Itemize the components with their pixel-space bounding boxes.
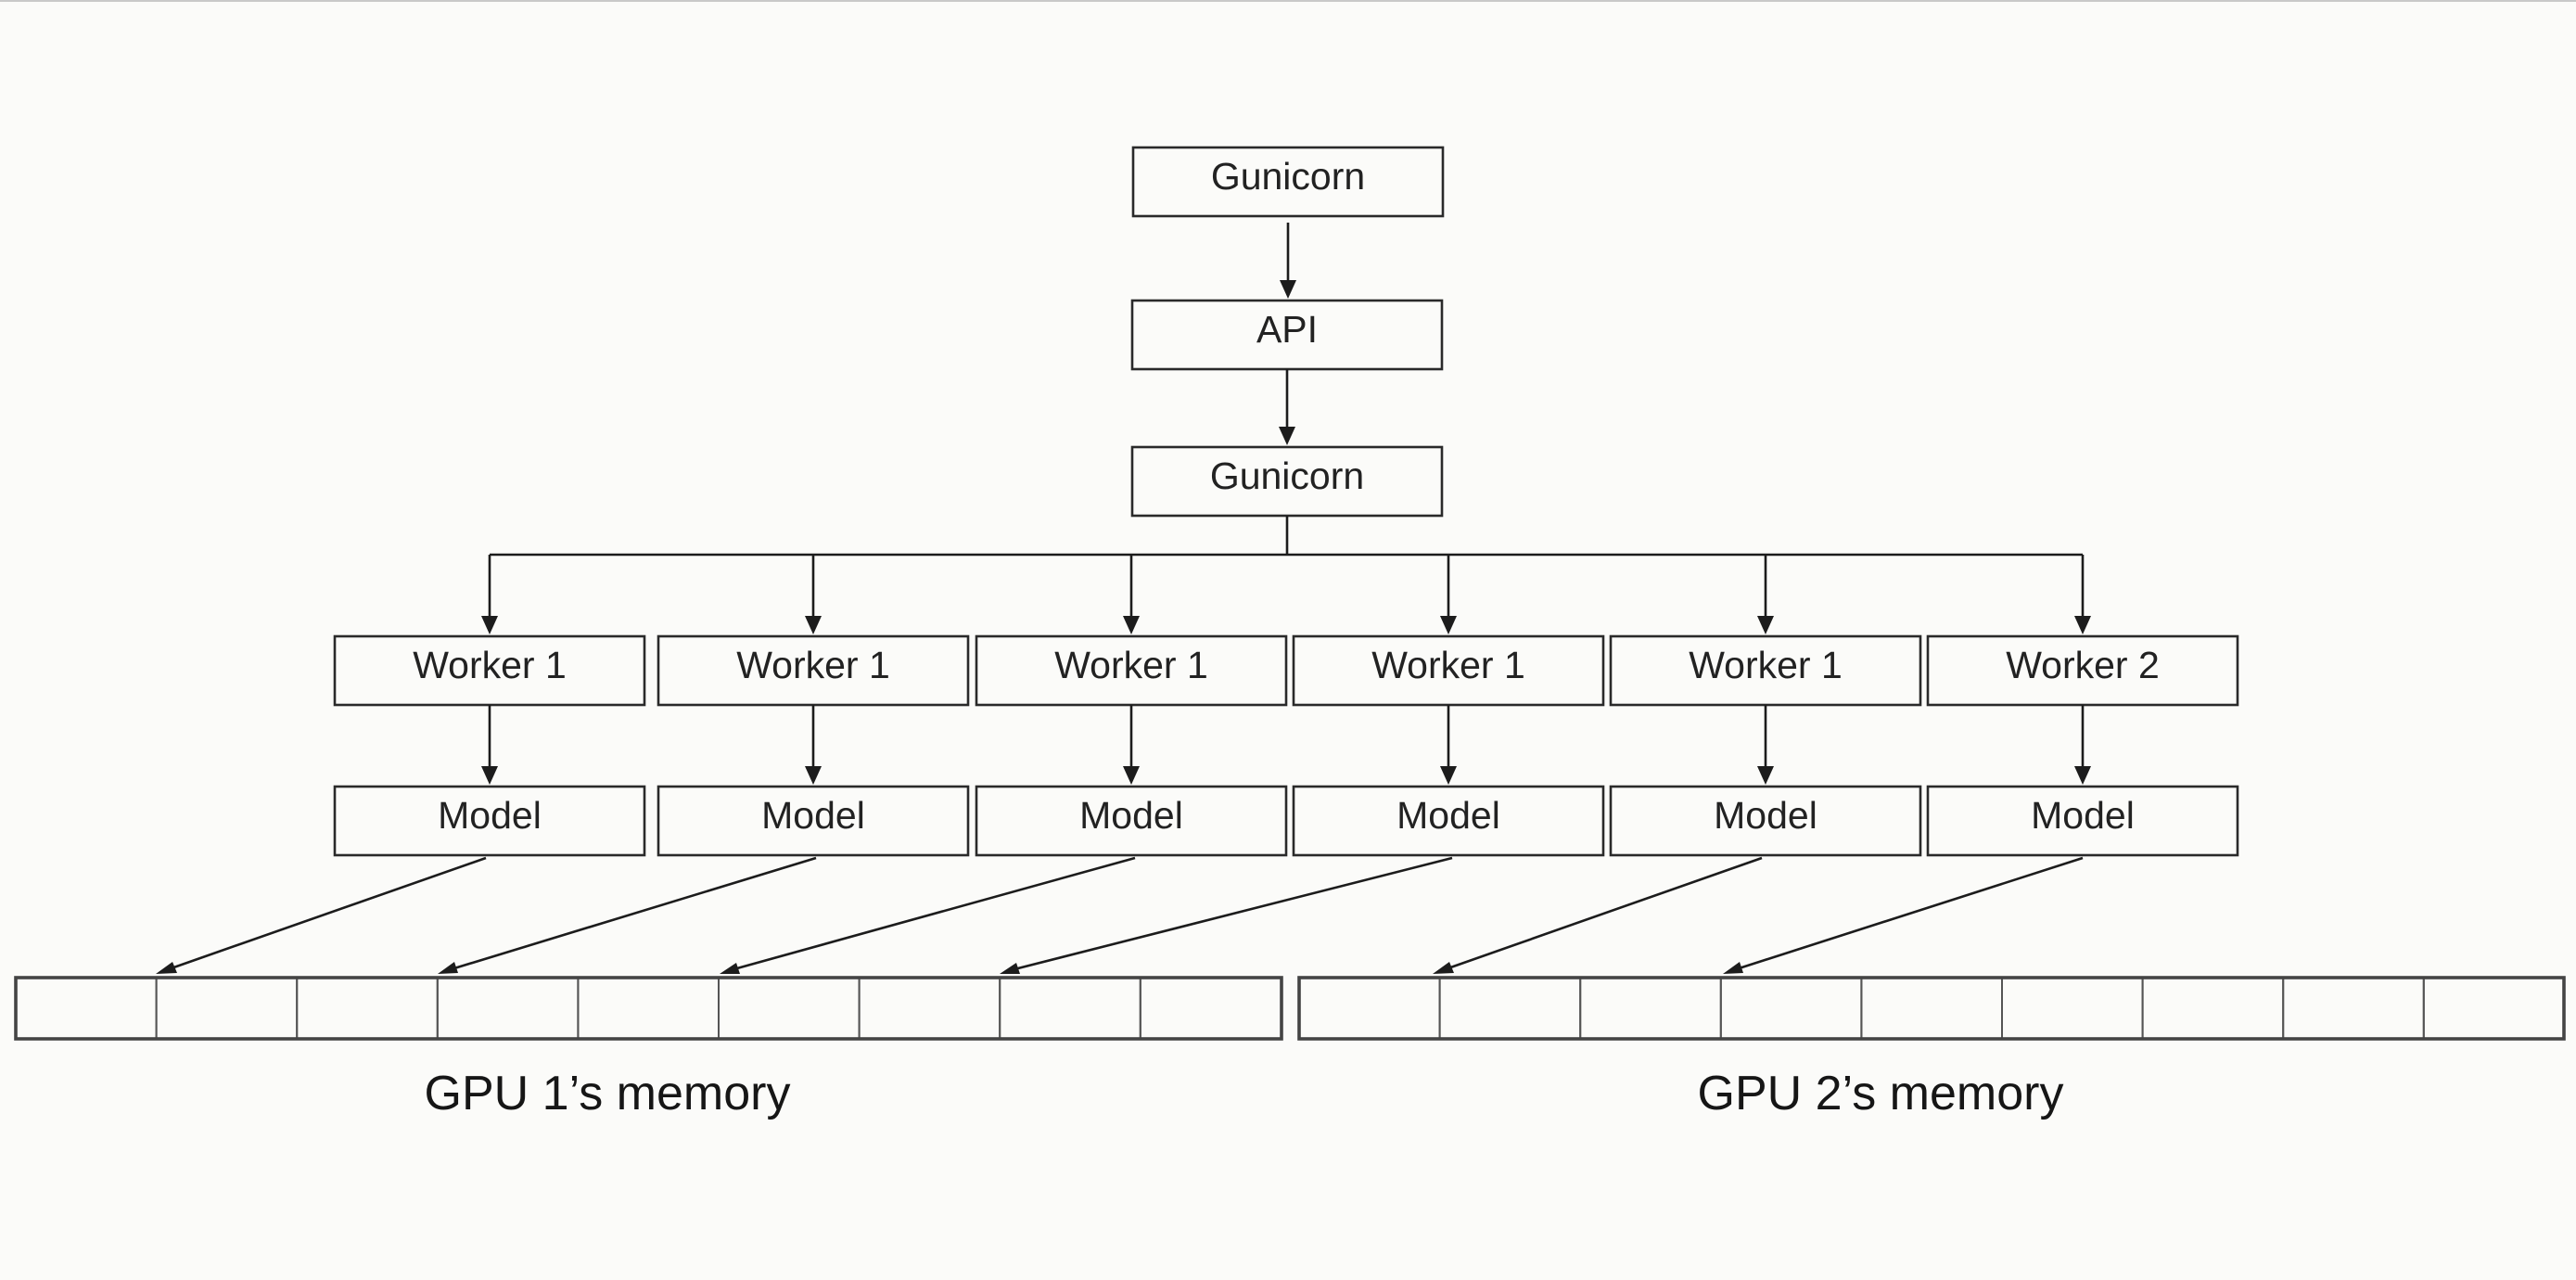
arrow-model-to-gpu1 (1006, 856, 1453, 973)
memory-slot (296, 977, 439, 1040)
top-gunicorn-node: Gunicorn (1131, 146, 1445, 218)
arrowhead-icon (1123, 766, 1140, 785)
arrowhead-icon (481, 766, 498, 785)
arrowhead-icon (805, 766, 822, 785)
top-rule (0, 0, 2576, 2)
worker-node: Worker 1 (975, 634, 1288, 707)
memory-slot (2141, 977, 2285, 1040)
arrow-model-to-gpu1 (444, 856, 817, 973)
api-label: API (1256, 308, 1318, 351)
arrowhead-icon (156, 962, 177, 974)
connectors (156, 223, 2091, 974)
worker-node: Worker 1 (333, 634, 646, 707)
memory-slot (1139, 977, 1283, 1040)
arrowhead-icon (1280, 280, 1296, 299)
worker-label: Worker 1 (1689, 644, 1843, 686)
memory-slot (1719, 977, 1863, 1040)
model-label: Model (2031, 794, 2135, 837)
workers-row: Worker 1 Worker 1 Worker 1 Worker 1 Work… (333, 634, 2239, 707)
arrowhead-icon (1757, 766, 1774, 785)
model-label: Model (1714, 794, 1817, 837)
model-label: Model (761, 794, 865, 837)
arrow-model-to-gpu2 (1729, 856, 2084, 973)
model-node: Model (1926, 785, 2239, 857)
memory-slot (1860, 977, 2004, 1040)
gunicorn-label: Gunicorn (1210, 454, 1364, 497)
worker-node: Worker 2 (1926, 634, 2239, 707)
arrowhead-icon (720, 963, 740, 974)
memory-slot (858, 977, 1001, 1040)
gpu2-memory-bar (1297, 976, 2566, 1041)
arrow-model-to-gpu2 (1439, 856, 1763, 973)
worker-label: Worker 2 (2006, 644, 2160, 686)
memory-slot (1579, 977, 1722, 1040)
model-node: Model (333, 785, 646, 857)
model-node: Model (975, 785, 1288, 857)
arrowhead-icon (805, 616, 822, 634)
gpu1-memory-outline (14, 976, 1283, 1041)
memory-slot (15, 977, 158, 1040)
arrow-model-to-gpu1 (726, 856, 1136, 973)
model-node: Model (1292, 785, 1605, 857)
worker-node: Worker 1 (1609, 634, 1922, 707)
memory-slot (155, 977, 299, 1040)
model-label: Model (1079, 794, 1183, 837)
arrowhead-icon (2074, 616, 2091, 634)
model-label: Model (1396, 794, 1500, 837)
memory-slot (999, 977, 1141, 1040)
memory-slot (718, 977, 861, 1040)
arrowhead-icon (481, 616, 498, 634)
arrowhead-icon (1279, 427, 1295, 445)
arrowhead-icon (1723, 962, 1743, 974)
arrowhead-icon (438, 962, 458, 974)
worker-label: Worker 1 (413, 644, 567, 686)
worker-node: Worker 1 (657, 634, 970, 707)
memory-slot (577, 977, 721, 1040)
arrowhead-icon (1440, 766, 1457, 785)
memory-slot (2001, 977, 2144, 1040)
gpu1-memory-bar (14, 976, 1283, 1041)
top-gunicorn-label: Gunicorn (1211, 155, 1365, 198)
model-node: Model (657, 785, 970, 857)
arrowhead-icon (1000, 963, 1020, 974)
arrowhead-icon (1440, 616, 1457, 634)
arrowhead-icon (1433, 962, 1454, 974)
memory-slot (1438, 977, 1582, 1040)
worker-label: Worker 1 (1054, 644, 1208, 686)
gpu1-memory-label: GPU 1’s memory (425, 1067, 791, 1120)
memory-slot (1298, 977, 1441, 1040)
gpu2-memory-label: GPU 2’s memory (1698, 1067, 2064, 1120)
arrowhead-icon (1123, 616, 1140, 634)
models-row: Model Model Model Model Model Model (333, 785, 2239, 857)
memory-slot (436, 977, 580, 1040)
model-label: Model (438, 794, 542, 837)
worker-label: Worker 1 (736, 644, 890, 686)
gpu2-memory-outline (1297, 976, 2566, 1041)
model-node: Model (1609, 785, 1922, 857)
memory-slot (2422, 977, 2566, 1040)
arrowhead-icon (2074, 766, 2091, 785)
api-node: API (1130, 299, 1444, 371)
worker-node: Worker 1 (1292, 634, 1605, 707)
arrowhead-icon (1757, 616, 1774, 634)
gunicorn-node: Gunicorn (1130, 445, 1444, 518)
worker-label: Worker 1 (1371, 644, 1525, 686)
memory-slot (2282, 977, 2425, 1040)
arrow-model-to-gpu1 (162, 856, 487, 973)
